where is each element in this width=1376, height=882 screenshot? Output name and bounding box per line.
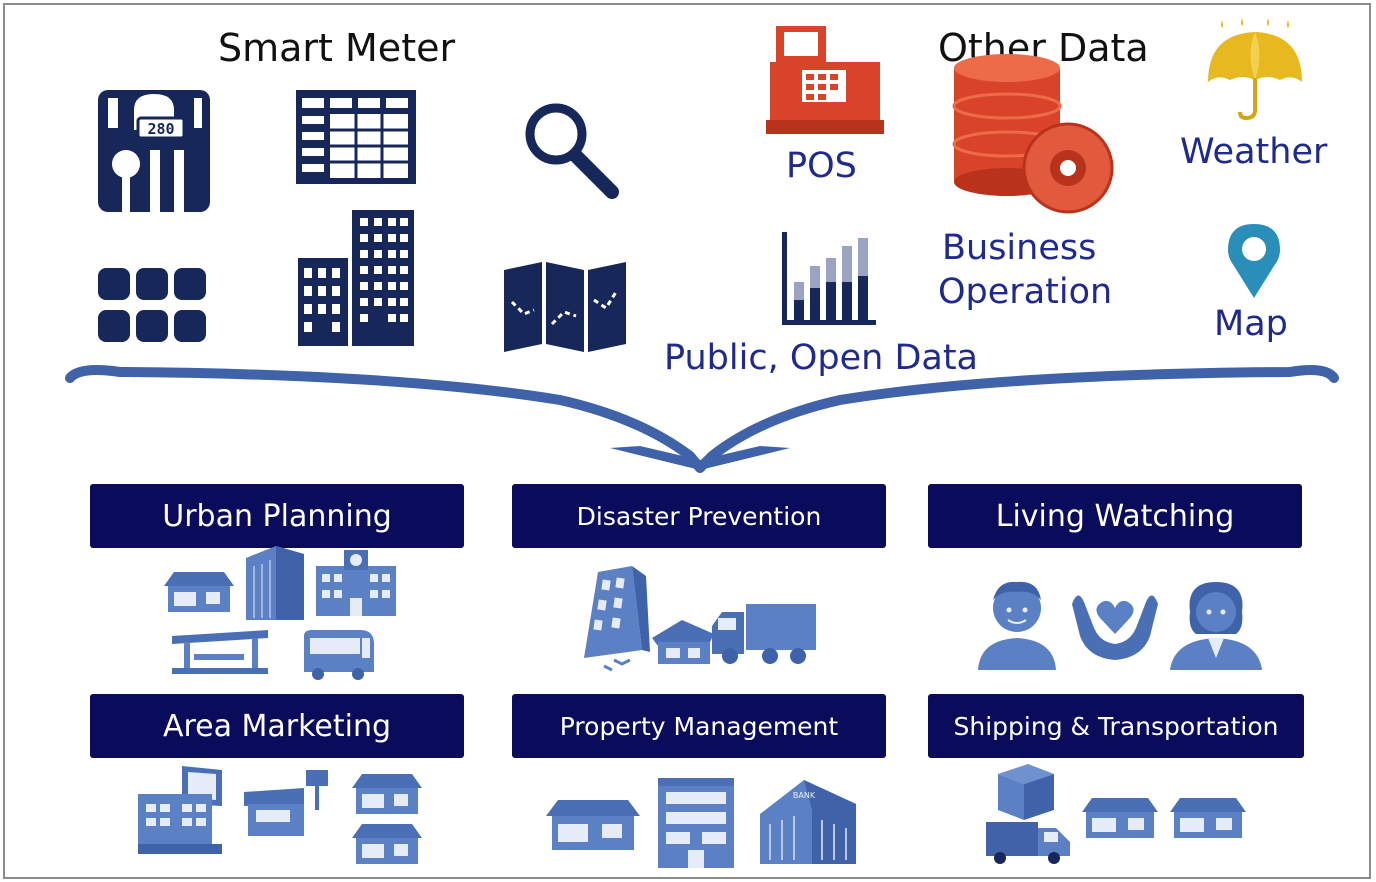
area-marketing-box: Area Marketing: [90, 694, 464, 758]
smart-meter-heading: Smart Meter: [218, 26, 456, 70]
database-icon: [952, 54, 1114, 214]
public-open-data-label: Public, Open Data: [664, 338, 979, 378]
umbrella-weather-icon: [1208, 18, 1302, 121]
map-pin-icon: [1228, 224, 1280, 298]
meter-reading-text: 280: [147, 120, 174, 138]
bank-sign-text: BANK: [793, 791, 816, 800]
apartment-building-icon: [658, 778, 734, 868]
house-icon: [1170, 798, 1246, 838]
house-icon: [1082, 798, 1158, 838]
smart-meter-device-icon: 280: [98, 90, 210, 212]
cash-register-icon: [766, 26, 884, 134]
house-icon: [164, 572, 234, 612]
school-building-icon: [316, 550, 396, 616]
cash-register-blue-icon: [138, 766, 222, 854]
house-icon: [546, 800, 640, 850]
bar-chart-icon: [782, 232, 876, 325]
converging-arrow: [65, 365, 1339, 473]
pos-label: POS: [786, 146, 857, 186]
delivery-van-icon: [986, 822, 1070, 864]
truck-icon: [712, 604, 816, 664]
bank-building-icon: BANK: [760, 780, 856, 864]
urban-planning-box: Urban Planning: [90, 484, 464, 548]
living-watching-box: Living Watching: [928, 484, 1302, 548]
house-small-icon: [352, 824, 422, 864]
bus-stop-icon: [172, 630, 268, 674]
boy-person-icon: [978, 581, 1056, 670]
shipping-transportation-box: Shipping & Transportation: [928, 694, 1304, 758]
elderly-person-icon: [1170, 582, 1262, 670]
tower-building-icon: [246, 546, 304, 620]
search-icon: [525, 103, 619, 199]
disaster-prevention-box: Disaster Prevention: [512, 484, 886, 548]
office-buildings-icon: [298, 210, 414, 346]
map-label: Map: [1214, 304, 1288, 344]
weather-label: Weather: [1180, 132, 1328, 172]
operation-label: Operation: [938, 272, 1113, 312]
caring-hands-heart-icon: [1072, 595, 1158, 660]
bus-icon: [304, 630, 374, 680]
data-table-icon: [296, 90, 416, 184]
folded-map-icon: [504, 262, 626, 352]
grid-apps-icon: [98, 268, 206, 342]
house-small-icon: [352, 774, 422, 814]
damaged-house-icon: [652, 620, 714, 664]
tilted-building-icon: [584, 566, 650, 672]
parcel-box-icon: [998, 764, 1054, 820]
property-management-box: Property Management: [512, 694, 886, 758]
convenience-store-icon: [244, 770, 328, 836]
business-label: Business: [942, 228, 1097, 268]
